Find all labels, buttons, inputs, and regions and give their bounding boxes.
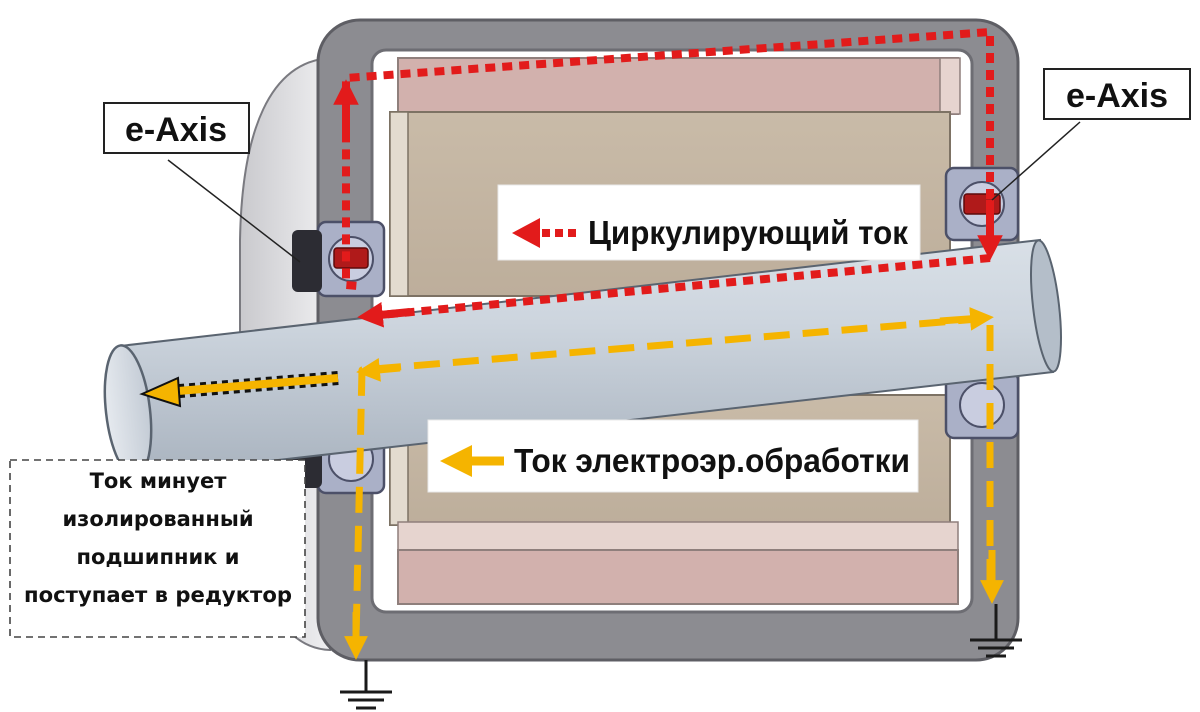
edm-current-exit-arrow: [139, 371, 339, 408]
bypass-note: Ток минует изолированный подшипник и пос…: [9, 459, 306, 638]
edm-current-text: Ток электроэр.обработки: [514, 442, 910, 479]
edm-current-label: Ток электроэр.обработки: [427, 419, 919, 493]
motor-shaft: [103, 238, 1062, 478]
arrow-left-icon: [512, 218, 540, 248]
winding-bottom: [397, 549, 959, 605]
eaxis-label-right: e-Axis: [1043, 68, 1191, 120]
winding-bottom-face: [397, 521, 959, 553]
bearing-left-top: [292, 220, 386, 298]
winding-top-edge: [939, 57, 961, 115]
note-line-1: Ток минует: [90, 469, 228, 493]
edm-current-arrow-shaft-corner: [356, 358, 401, 382]
leader-line-right: [991, 121, 1081, 201]
bearing-right-top: [944, 166, 1020, 242]
circulating-current-text: Циркулирующий ток: [588, 214, 908, 251]
edm-current-arrow-top-corner: [939, 306, 994, 331]
stator-top-face: [389, 111, 409, 297]
note-line-2: изолированный: [62, 507, 253, 531]
circulating-current-label: Циркулирующий ток: [497, 184, 921, 261]
eaxis-text-left: e-Axis: [125, 111, 227, 149]
note-line-3: подшипник и: [77, 545, 240, 569]
ground-symbol-left: [340, 660, 392, 710]
circulating-current-path: [342, 28, 994, 290]
circulating-current-arrow-shaft: [357, 301, 411, 328]
eaxis-label-left: e-Axis: [103, 102, 250, 154]
eaxis-text-right: e-Axis: [1066, 77, 1168, 115]
ground-symbol-right: [970, 604, 1022, 658]
circulating-current-shaft-path: [379, 254, 991, 319]
leader-line-left: [167, 159, 301, 263]
edm-current-path: [352, 314, 994, 641]
arrow-left-icon: [440, 445, 472, 477]
note-line-4: поступает в редуктор: [24, 583, 292, 607]
winding-top: [397, 57, 959, 115]
